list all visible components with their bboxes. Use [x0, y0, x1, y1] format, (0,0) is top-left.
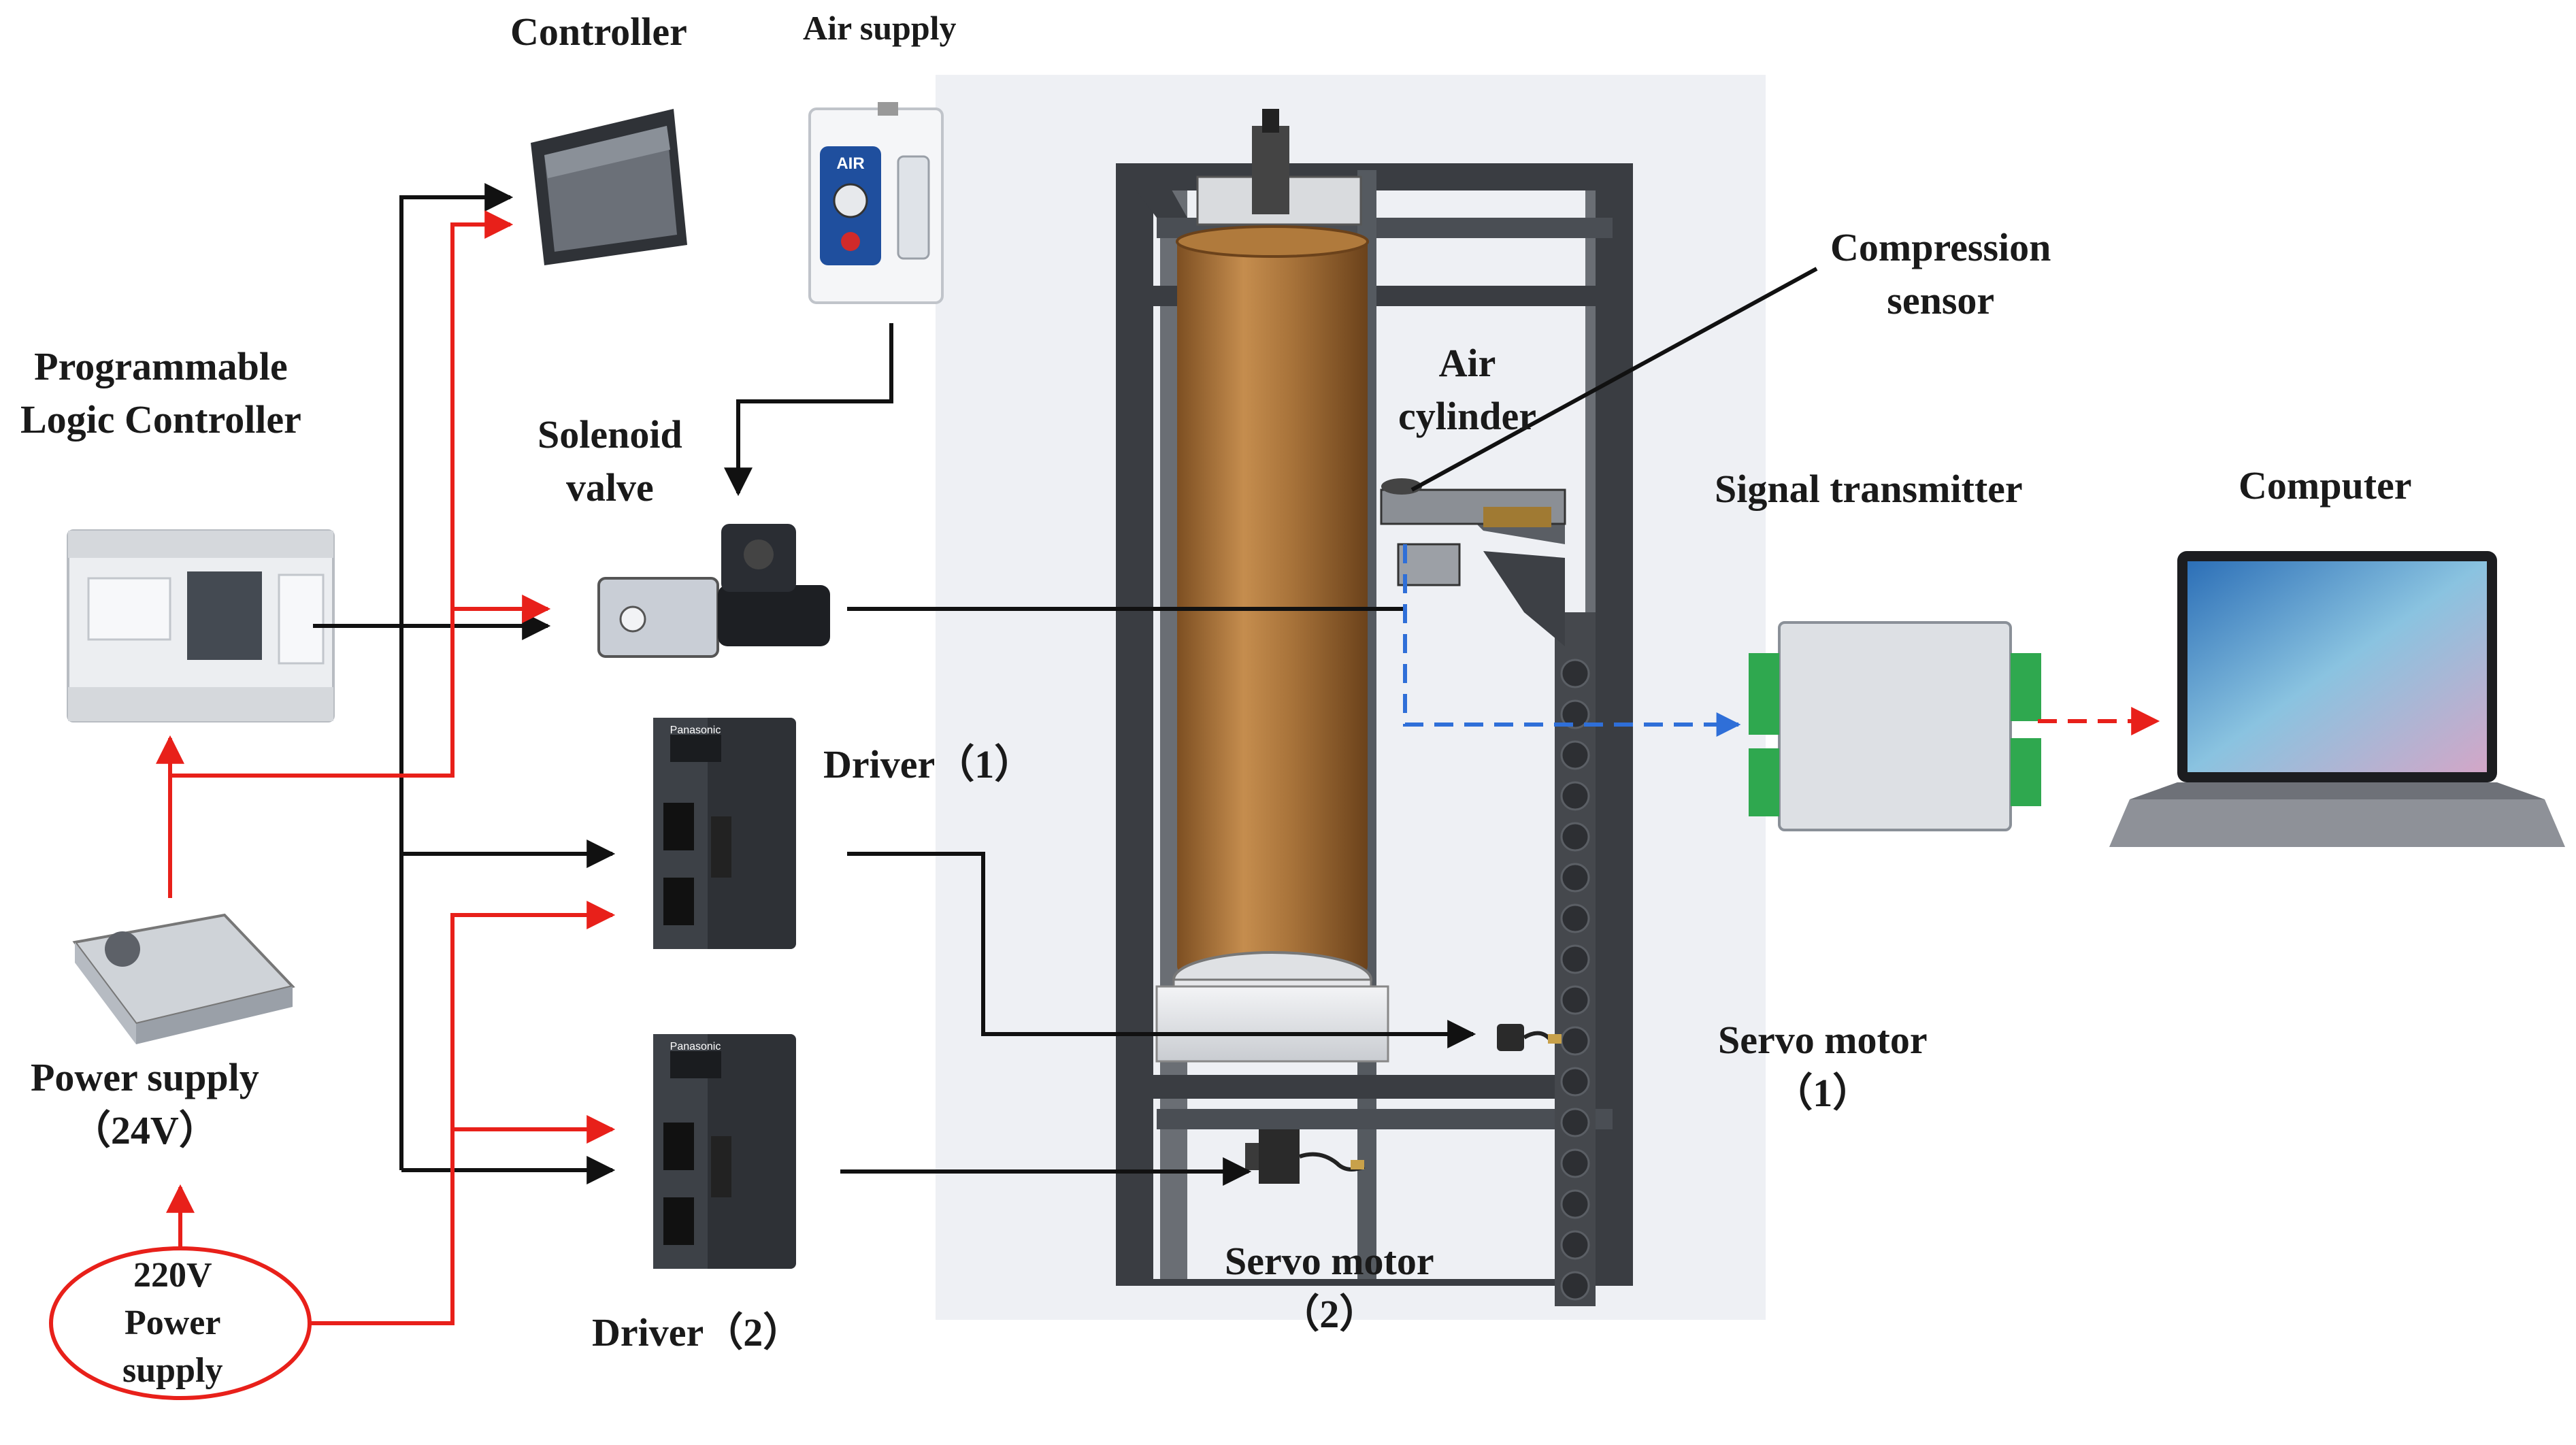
psu-to-controller [170, 210, 514, 778]
controller-hmi [531, 109, 687, 265]
power-supply-24v [72, 913, 295, 1044]
top-actuator [1252, 126, 1289, 214]
laptop-computer [2109, 551, 2565, 847]
mains-to-driver1 [310, 901, 616, 1325]
servo-driver-2: Panasonic [653, 1034, 796, 1269]
air-supply-unit: AIR [808, 102, 944, 304]
servo-driver-1: Panasonic [653, 718, 796, 949]
servo-motor-1 [1497, 1024, 1562, 1051]
label-air-supply: Air supply [803, 9, 957, 47]
sensor-to-transmitter [1403, 544, 1741, 737]
driver1-to-servo1 [847, 852, 1476, 1048]
plc-unit [67, 529, 335, 722]
laptop-screen [2187, 561, 2487, 772]
roller-body [1177, 238, 1368, 973]
connection-lines [156, 183, 2160, 1325]
signal-transmitter [1749, 599, 2041, 857]
label-controller: Controller [510, 10, 687, 54]
label-driver-2: Driver（2） [592, 1310, 803, 1355]
compression-sensor-head [1381, 478, 1422, 495]
label-computer: Computer [2239, 463, 2412, 508]
label-driver-1: Driver（1） [823, 742, 1034, 786]
label-servo-motor-2: Servo motor（2） [1225, 1239, 1434, 1337]
frame-bottom-beam [1116, 1075, 1633, 1099]
air-to-solenoid [724, 323, 893, 497]
label-servo-motor-1: Servo motor（1） [1718, 1018, 1928, 1116]
frame-upright-left [1116, 163, 1153, 1286]
label-power-supply: Power supply（24V） [31, 1055, 259, 1153]
servo-motor-2 [1245, 1129, 1366, 1184]
sensor-carriage [1380, 478, 1566, 646]
svg-text:Panasonic: Panasonic [670, 1041, 721, 1052]
label-signal-transmitter: Signal transmitter [1715, 467, 2023, 511]
compression-sensor-leader [1410, 267, 1818, 492]
plc-to-controller [399, 183, 514, 1170]
chain-guide [1555, 612, 1596, 1306]
paper-roller [1155, 225, 1389, 1063]
svg-text:Panasonic: Panasonic [670, 725, 721, 736]
solenoid-valve [597, 524, 830, 658]
svg-text:AIR: AIR [836, 154, 864, 173]
